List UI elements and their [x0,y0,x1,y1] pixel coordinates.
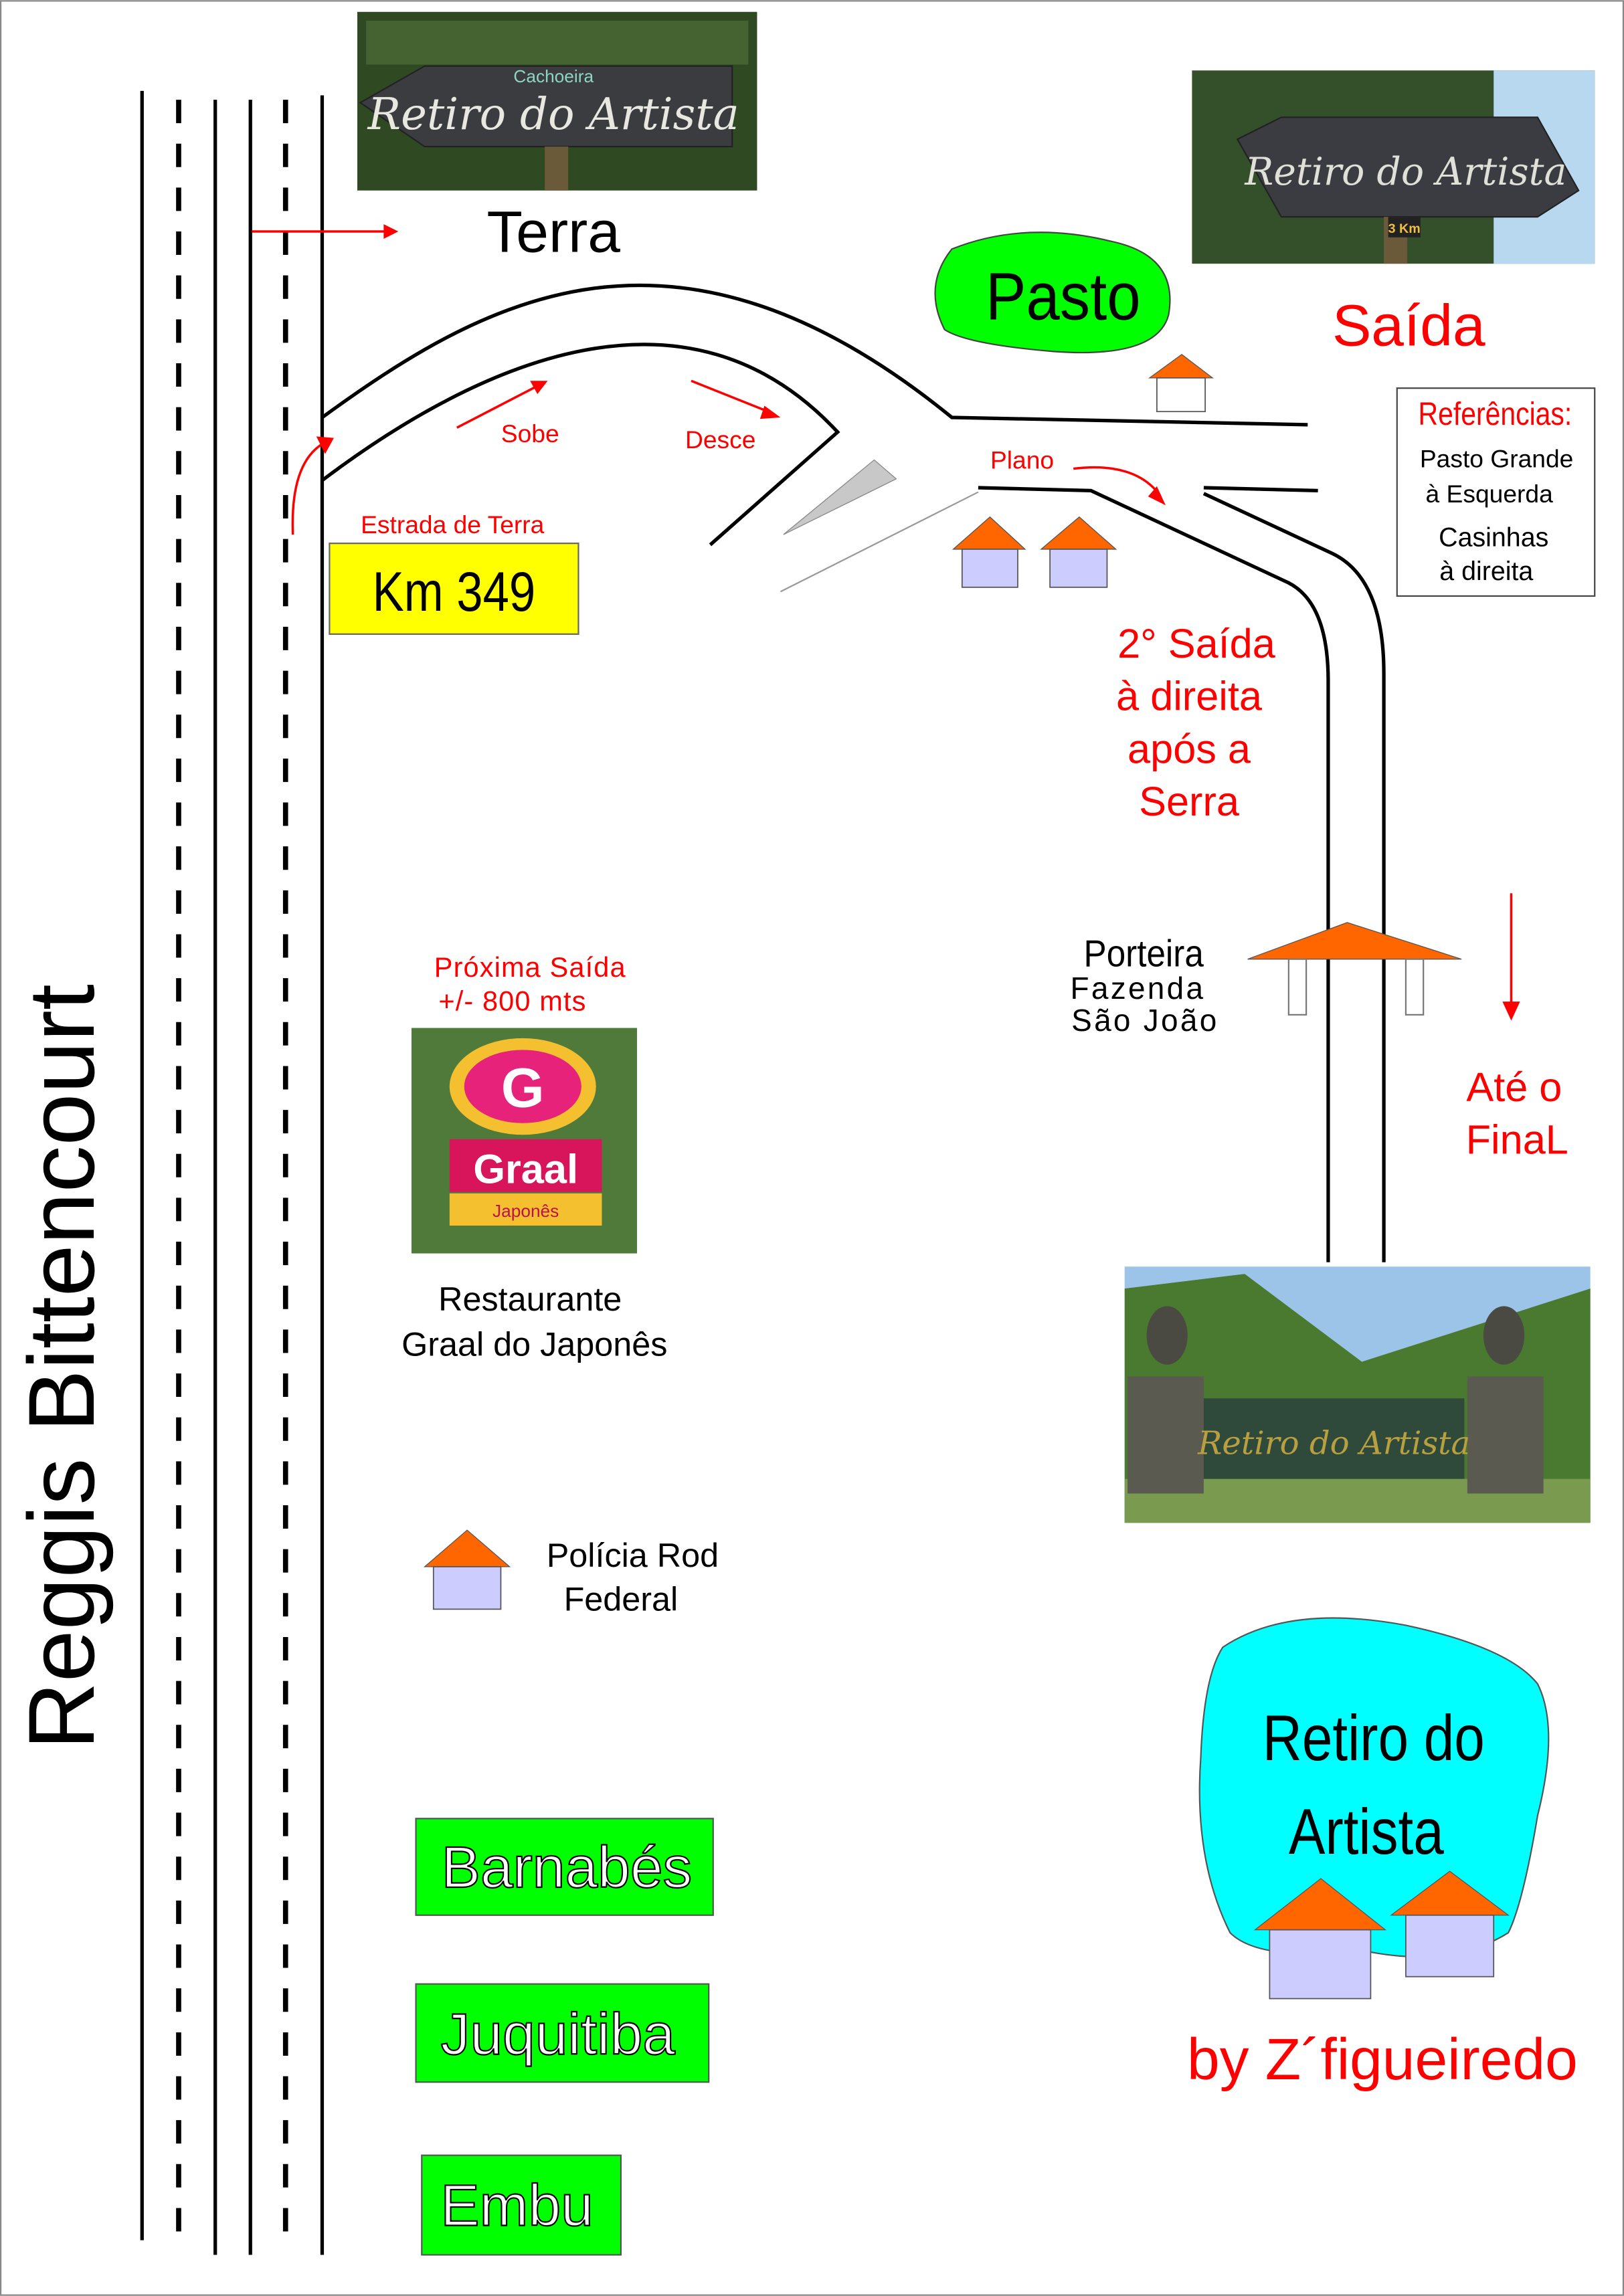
label-final: FinaL [1466,1117,1568,1163]
pasto-area [934,231,1171,354]
house-icon [1040,516,1117,588]
town-barnabes: Barnabés [415,1818,714,1916]
gate-lettering: Retiro do Artista [1197,1424,1470,1462]
label-destino-1: Retiro do [1263,1701,1485,1774]
arrow-desce [691,379,781,419]
house-icon [1253,1878,1387,2000]
highway [140,90,325,2255]
police-house-icon [423,1529,511,1610]
sign-left-lettering: Retiro do Artista [367,89,739,140]
town-juquitiba: Juquitiba [415,1983,710,2083]
label-porteira: Porteira [1084,933,1204,975]
label-sobe: Sobe [501,419,559,448]
referencias-title: Referências: [1419,397,1572,432]
house-icon [952,516,1026,588]
town-label: Juquitiba [441,2002,676,2067]
label-restaurante: Restaurante [438,1280,622,1318]
highway-name: Reggis Bittencourt [9,984,114,1749]
label-desce: Desce [685,425,755,454]
photo-sign-right: Retiro do Artista 3 Km [1192,70,1595,264]
label-segunda-saida: 2° Saída à direita após a Serra [1116,621,1276,824]
graal-name: Graal [473,1147,578,1192]
label-pasto: Pasto [986,259,1141,334]
arrow-exit [291,436,334,535]
sign-left-small: Cachoeira [513,66,594,86]
label-plano: Plano [990,446,1054,474]
label-ate-o: Até o [1466,1064,1562,1110]
label-line: 2° Saída [1117,621,1276,666]
referencias-line: à Esquerda [1426,480,1554,508]
arrow-plano [1073,466,1166,506]
town-label: Barnabés [442,1834,693,1900]
graal-logo: G [501,1057,545,1119]
arrow-sobe [456,381,548,429]
label-km: Km 349 [373,561,536,623]
house-icon [1148,354,1214,413]
label-federal: Federal [564,1580,679,1618]
photo-graal: G Graal Japonês [411,1028,637,1254]
graal-sub: Japonês [492,1201,559,1221]
label-policia: Polícia Rod [547,1536,719,1574]
label-proxima-saida: Próxima Saída [434,951,626,983]
house-icon [1390,1871,1510,1978]
dirt-road [321,283,1386,1262]
label-fazenda: Fazenda [1071,971,1206,1006]
label-line: à direita [1116,674,1263,719]
label-sao-joao: São João [1071,1003,1219,1038]
label-distancia: +/- 800 mts [438,985,586,1016]
label-terra: Terra [487,199,621,265]
km-box [329,543,579,635]
label-saida: Saída [1332,293,1485,359]
arrow-ate-final [1502,893,1520,1021]
town-label: Embu [440,2173,594,2238]
sign-right-small: 3 Km [1388,221,1421,236]
label-destino-2: Artista [1289,1796,1444,1868]
label-autor: by Z´figueiredo [1187,2026,1578,2092]
label-line: Serra [1139,779,1240,824]
sign-right-lettering: Retiro do Artista [1244,150,1566,194]
referencias-line: Pasto Grande [1420,444,1573,472]
town-embu: Embu [421,2154,622,2256]
arrow-to-terra [252,224,399,239]
referencias-line: à direita [1439,557,1533,586]
referencias-line: Casinhas [1439,523,1548,553]
label-line: após a [1127,726,1251,771]
porteira-gate [1247,922,1462,1016]
label-estrada: Estrada de Terra [361,510,545,539]
photo-sign-left: Retiro do Artista Cachoeira [357,11,757,191]
photo-gate: Retiro do Artista [1124,1266,1591,1523]
label-graal: Graal do Japonês [401,1325,667,1363]
destination-area [1198,1617,1550,1958]
referencias-box: Referências: Pasto Grande à Esquerda Cas… [1396,387,1596,597]
